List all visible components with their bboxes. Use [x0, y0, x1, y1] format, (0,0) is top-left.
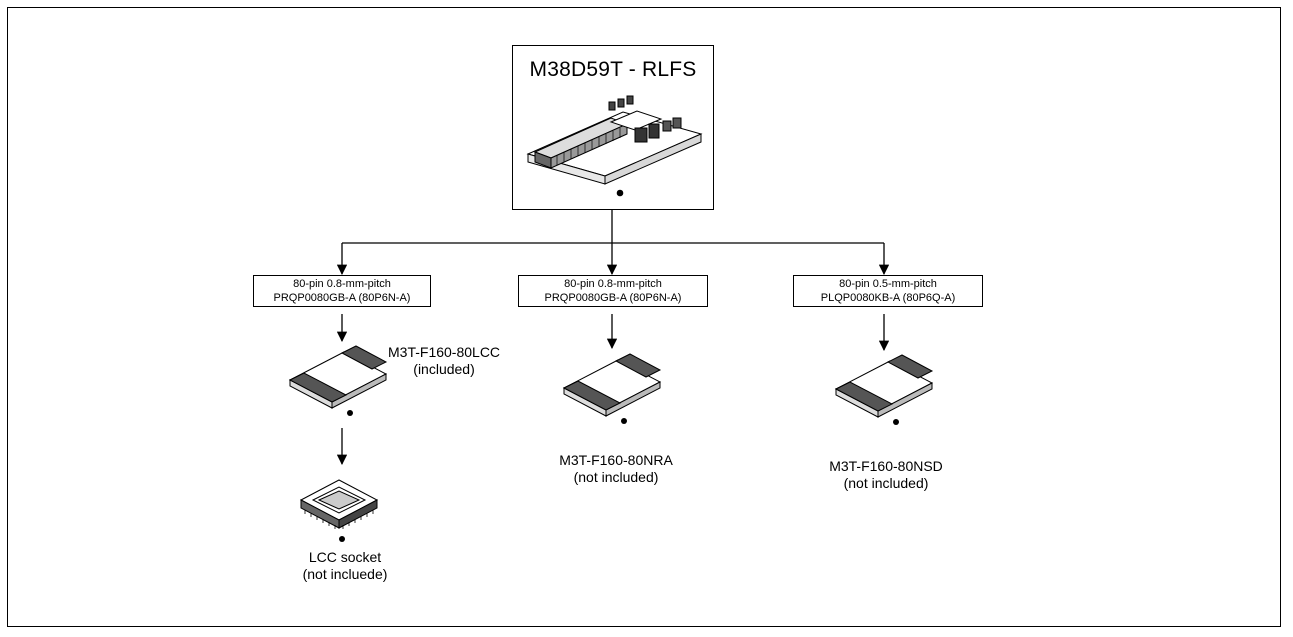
diagram-frame: [7, 7, 1281, 627]
package-pitch-3: 80-pin 0.5-mm-pitch: [839, 278, 937, 290]
adapter-status-1: (included): [413, 361, 475, 377]
adapter-name-2: M3T-F160-80NRA: [559, 452, 673, 468]
package-code-1: PRQP0080GB-A (80P6N-A): [273, 292, 411, 304]
socket-status: (not incluede): [302, 566, 388, 582]
adapter-label-3: M3T-F160-80NSD (not included): [806, 458, 966, 492]
adapter-label-1: M3T-F160-80LCC (included): [388, 344, 500, 378]
adapter-name-1: M3T-F160-80LCC: [388, 344, 501, 360]
lcc-socket-illustration: [299, 479, 379, 542]
package-code-2: PRQP0080GB-A (80P6N-A): [544, 292, 682, 304]
package-code-3: PLQP0080KB-A (80P6Q-A): [820, 292, 956, 304]
package-pitch-2: 80-pin 0.8-mm-pitch: [564, 278, 662, 290]
adapter-illustration-2: [562, 353, 662, 424]
adapter-name-3: M3T-F160-80NSD: [829, 458, 943, 474]
package-pitch-1: 80-pin 0.8-mm-pitch: [293, 278, 391, 290]
adapter-label-2: M3T-F160-80NRA (not included): [540, 452, 692, 486]
package-box-1: 80-pin 0.8-mm-pitch PRQP0080GB-A (80P6N-…: [253, 275, 431, 307]
socket-name: LCC socket: [308, 549, 382, 565]
adapter-illustration-3: [834, 354, 934, 425]
main-board-title: M38D59T - RLFS: [529, 58, 697, 81]
board-illustration: [526, 95, 703, 197]
adapter-illustration-1: [288, 345, 388, 416]
package-box-3: 80-pin 0.5-mm-pitch PLQP0080KB-A (80P6Q-…: [793, 275, 983, 307]
socket-label: LCC socket (not incluede): [270, 549, 420, 583]
main-board-box: M38D59T - RLFS: [512, 45, 714, 210]
adapter-status-3: (not included): [843, 475, 929, 491]
package-box-2: 80-pin 0.8-mm-pitch PRQP0080GB-A (80P6N-…: [518, 275, 708, 307]
adapter-status-2: (not included): [573, 469, 659, 485]
